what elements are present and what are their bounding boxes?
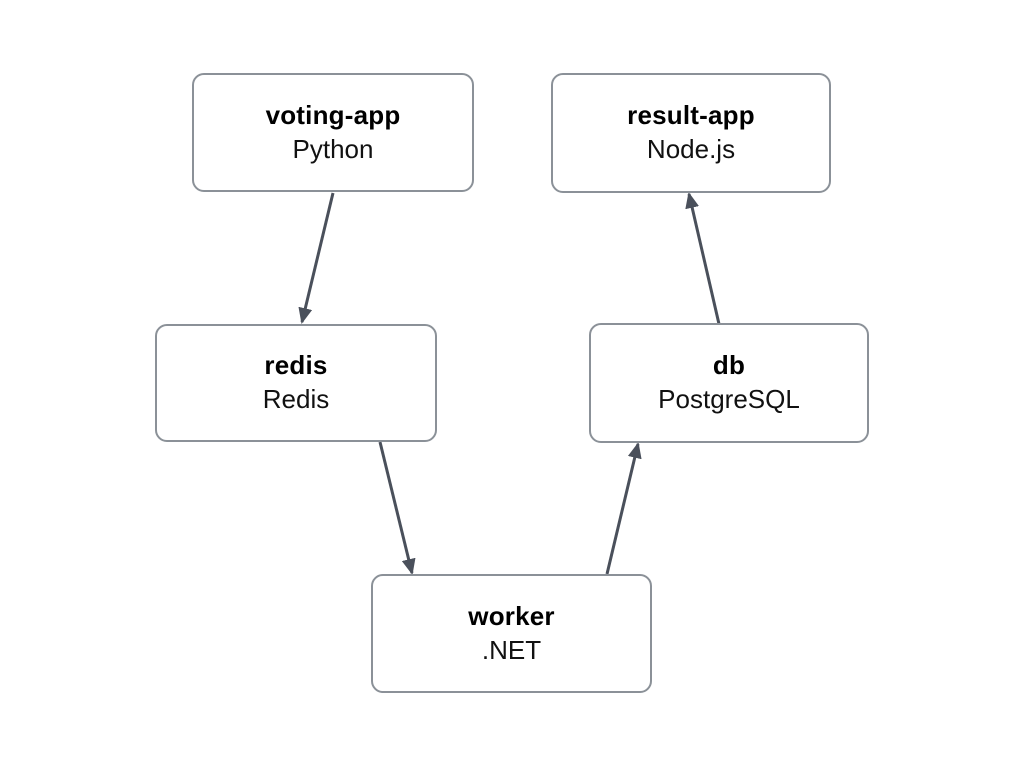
- node-subtitle: .NET: [481, 634, 542, 665]
- node-subtitle: Python: [292, 133, 374, 164]
- node-title: worker: [468, 600, 555, 631]
- node-subtitle: Redis: [262, 384, 330, 414]
- node-title: result-app: [627, 100, 755, 131]
- node-subtitle: Node.js: [646, 134, 736, 164]
- edge-worker-to-db: [605, 442, 642, 575]
- node-worker: worker.NET: [371, 574, 652, 693]
- node-title: redis: [264, 350, 328, 381]
- node-subtitle: PostgreSQL: [658, 384, 800, 414]
- edge-db-to-result-app: [685, 192, 721, 325]
- edge-redis-to-worker: [378, 441, 416, 575]
- node-title: voting-app: [265, 99, 401, 130]
- edge-voting-app-to-redis: [298, 192, 335, 324]
- node-title: db: [712, 350, 746, 381]
